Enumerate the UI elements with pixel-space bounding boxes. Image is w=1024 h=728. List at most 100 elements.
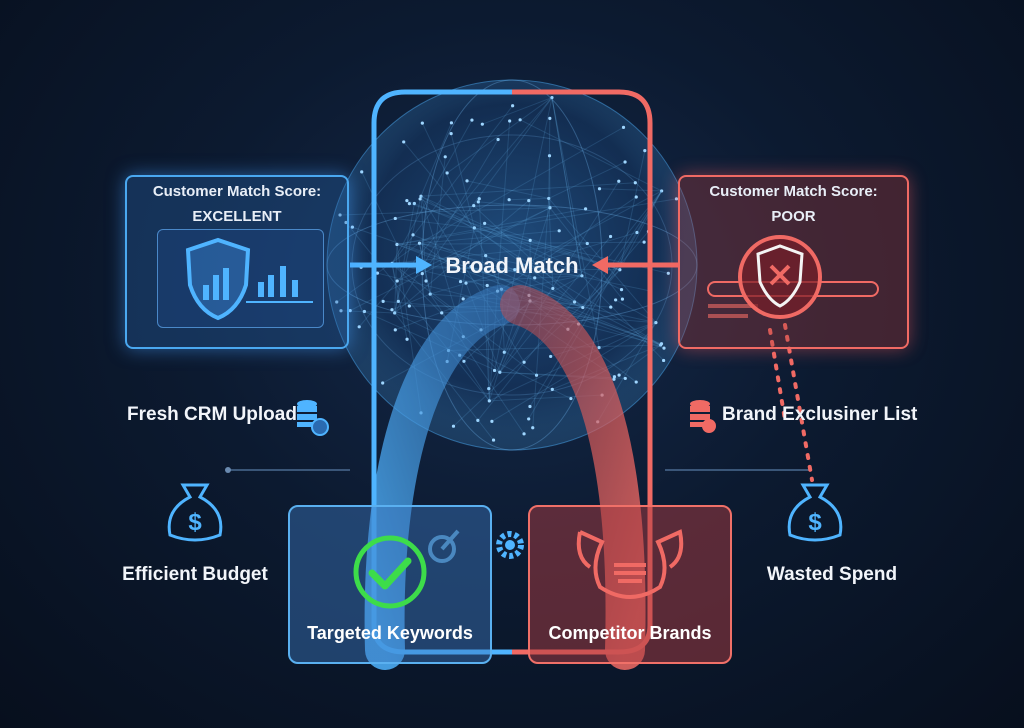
network-node bbox=[612, 377, 616, 381]
network-link bbox=[358, 97, 553, 328]
network-node bbox=[531, 426, 535, 430]
network-node bbox=[548, 206, 552, 210]
network-link bbox=[548, 198, 554, 289]
network-node bbox=[618, 268, 622, 272]
network-node bbox=[483, 221, 487, 225]
network-link bbox=[391, 105, 514, 264]
network-link bbox=[499, 180, 620, 373]
network-link bbox=[394, 139, 499, 314]
shield-x-icon bbox=[707, 235, 879, 319]
network-link bbox=[514, 190, 662, 271]
checkmark-target-icon bbox=[353, 529, 460, 609]
network-link bbox=[474, 227, 621, 271]
targeted-keywords-label: Targeted Keywords bbox=[307, 623, 473, 643]
network-node bbox=[487, 399, 491, 403]
network-node bbox=[443, 155, 447, 159]
network-link bbox=[466, 180, 549, 199]
network-node bbox=[470, 118, 474, 122]
network-link bbox=[551, 97, 583, 276]
network-node bbox=[583, 207, 588, 211]
network-link bbox=[349, 207, 551, 312]
network-node bbox=[440, 311, 444, 315]
network-link bbox=[460, 275, 582, 283]
network-node bbox=[477, 197, 481, 201]
database-blue-icon bbox=[297, 400, 329, 436]
network-link bbox=[406, 200, 475, 229]
network-node bbox=[608, 234, 613, 239]
network-link bbox=[391, 262, 502, 290]
network-node bbox=[464, 281, 468, 285]
network-link bbox=[459, 354, 490, 402]
network-link bbox=[391, 263, 408, 340]
network-node bbox=[461, 297, 465, 301]
network-link bbox=[392, 242, 588, 264]
network-link bbox=[420, 195, 622, 291]
network-node bbox=[511, 104, 515, 108]
brand-exclusion-list-label: Brand Exclusiner List bbox=[722, 404, 918, 425]
network-node bbox=[513, 268, 517, 272]
network-node bbox=[634, 195, 638, 199]
network-node bbox=[338, 213, 342, 217]
network-node bbox=[518, 118, 522, 122]
network-node bbox=[572, 300, 577, 304]
network-node bbox=[451, 424, 456, 428]
network-link bbox=[345, 222, 490, 402]
efficient-budget-label: Efficient Budget bbox=[122, 564, 268, 585]
network-node bbox=[417, 241, 422, 245]
network-link bbox=[551, 97, 600, 348]
network-node bbox=[662, 346, 666, 350]
network-node bbox=[496, 137, 500, 142]
network-link bbox=[394, 200, 530, 314]
network-node bbox=[492, 368, 497, 373]
match-rating: EXCELLENT bbox=[192, 208, 282, 225]
targeted-keywords-card: Targeted Keywords bbox=[288, 505, 492, 664]
network-link bbox=[470, 266, 661, 346]
network-link bbox=[478, 201, 551, 209]
network-node bbox=[390, 308, 394, 312]
network-node bbox=[527, 417, 531, 421]
network-node bbox=[633, 181, 637, 185]
network-node bbox=[487, 387, 491, 391]
network-node bbox=[418, 197, 422, 201]
network-node bbox=[445, 171, 449, 175]
network-node bbox=[643, 149, 647, 153]
network-link bbox=[391, 263, 399, 302]
network-node bbox=[580, 274, 584, 278]
network-link bbox=[419, 198, 583, 277]
network-link bbox=[528, 190, 663, 420]
shield-chart-icon bbox=[185, 237, 313, 321]
svg-text:$: $ bbox=[188, 509, 202, 536]
network-node bbox=[659, 342, 664, 346]
network-node bbox=[498, 370, 502, 374]
network-node bbox=[348, 309, 352, 313]
network-node bbox=[411, 233, 415, 237]
network-node bbox=[485, 283, 489, 288]
arrow-red-icon bbox=[592, 256, 680, 274]
network-node bbox=[476, 200, 480, 204]
network-link bbox=[474, 227, 584, 308]
network-node bbox=[381, 381, 385, 385]
network-node bbox=[360, 170, 364, 174]
network-node bbox=[617, 373, 621, 377]
network-node bbox=[465, 179, 469, 183]
network-link bbox=[494, 97, 553, 371]
network-node bbox=[528, 238, 532, 242]
network-link bbox=[361, 171, 398, 245]
match-rating: POOR bbox=[771, 208, 816, 225]
network-node bbox=[635, 230, 639, 235]
network-link bbox=[549, 207, 623, 300]
wasted-spend-label: Wasted Spend bbox=[766, 564, 898, 585]
network-node bbox=[528, 404, 532, 409]
network-node bbox=[662, 358, 666, 363]
network-node bbox=[660, 189, 664, 193]
network-node bbox=[402, 140, 406, 144]
network-node bbox=[458, 279, 463, 284]
network-node bbox=[405, 337, 409, 341]
network-link bbox=[340, 310, 395, 314]
network-node bbox=[480, 122, 484, 126]
network-link bbox=[391, 293, 431, 311]
customer-match-card-excellent: Customer Match Score: EXCELLENT bbox=[125, 175, 349, 349]
network-link bbox=[548, 161, 626, 199]
network-link bbox=[394, 203, 415, 314]
network-node bbox=[569, 396, 573, 401]
